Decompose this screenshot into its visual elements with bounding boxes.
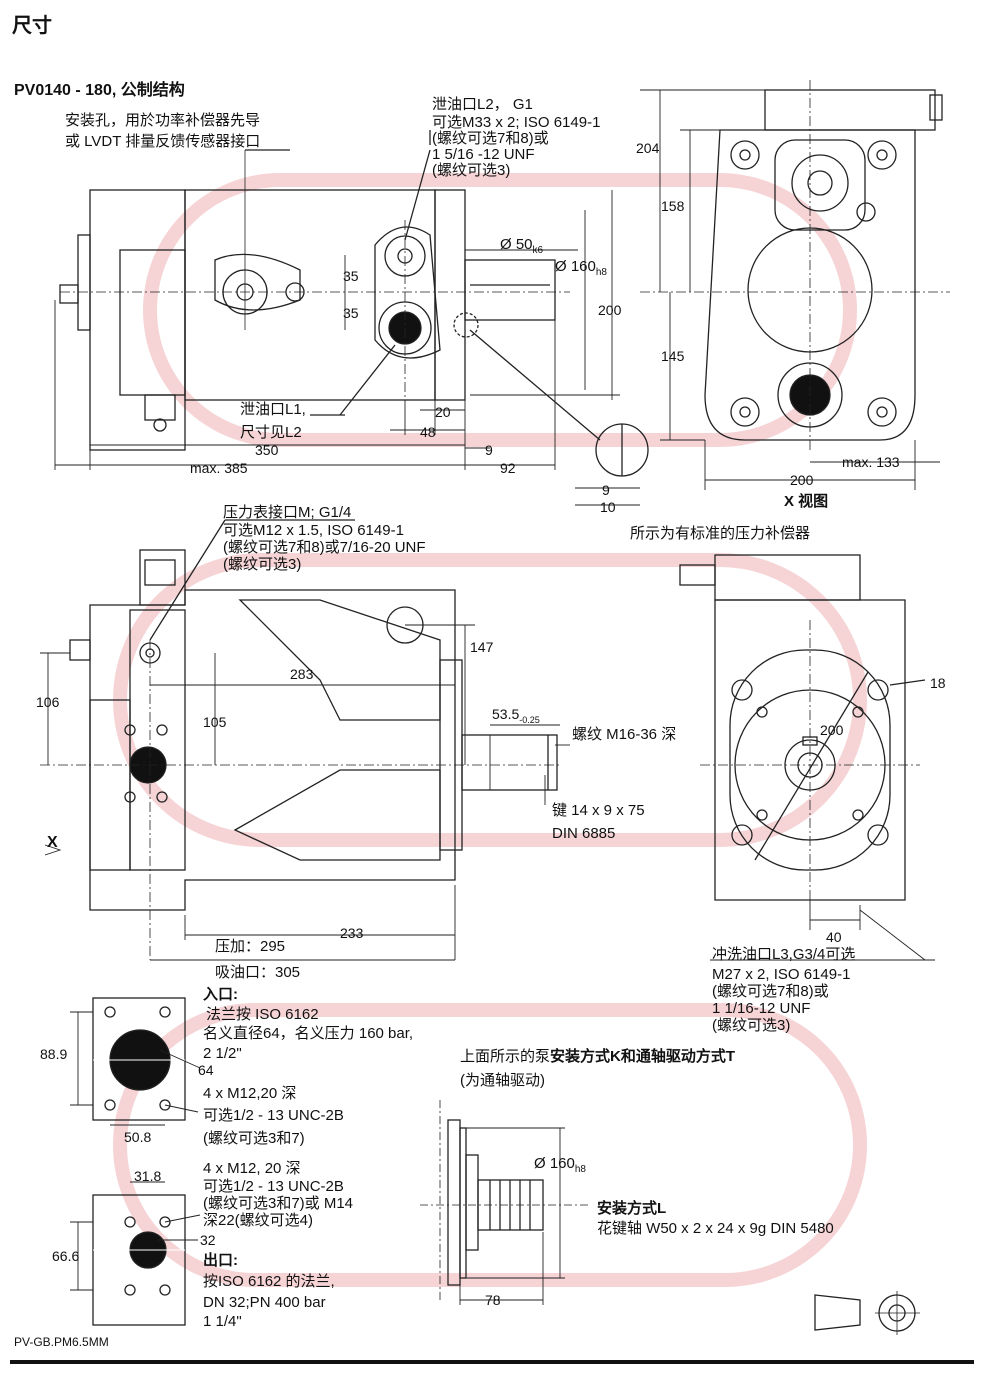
- dim-64: 64: [198, 1062, 214, 1078]
- shaft-diameter-label: Ø 50k6: [500, 236, 544, 256]
- outlet-bolt-note-line3: (螺纹可选3和7)或 M14: [203, 1195, 354, 1212]
- dim-92: 92: [500, 460, 516, 476]
- projection-symbol: [814, 1291, 920, 1335]
- dim-88-9: 88.9: [40, 1046, 68, 1062]
- dim-9-detail: 9: [602, 482, 610, 498]
- x-view-label: X 视图: [784, 493, 829, 510]
- page-title: 尺寸: [12, 15, 52, 37]
- gauge-note-line1: 压力表接口M; G1/4: [223, 504, 352, 521]
- flush-note-line4: 1 1/16-12 UNF: [712, 1000, 811, 1017]
- dim-max-385: max. 385: [190, 460, 248, 476]
- dim-10-detail: 10: [600, 499, 616, 515]
- dim-35-lower: 35: [343, 305, 359, 321]
- dim-295: 压加：295: [215, 938, 286, 955]
- side-view-body: [59, 130, 649, 477]
- x-arrow-label: X: [47, 834, 58, 851]
- drain-l2-note-line1: 泄油口L2， G1: [432, 96, 533, 113]
- outlet-bolt-note-line4: 深22(螺纹可选4): [203, 1212, 314, 1229]
- dim-50-8: 50.8: [124, 1129, 152, 1145]
- outlet-line3: 1 1/4": [203, 1313, 242, 1330]
- dim-147: 147: [470, 639, 494, 655]
- flush-note-line5: (螺纹可选3): [712, 1017, 791, 1034]
- flush-note-line3: (螺纹可选7和8)或: [712, 983, 829, 1000]
- flush-note-line2: M27 x 2, ISO 6149-1: [712, 966, 851, 983]
- outlet-line1: 按ISO 6162 的法兰,: [203, 1273, 335, 1290]
- dim-158: 158: [661, 198, 685, 214]
- dim-283: 283: [290, 666, 314, 682]
- dim-204: 204: [636, 140, 660, 156]
- lower-view-dims: [40, 624, 570, 961]
- inlet-bolt-note-line2: 可选1/2 - 13 UNC-2B: [203, 1107, 344, 1124]
- pilot-diameter-label: Ø 160h8: [555, 258, 607, 278]
- inlet-line2: 名义直径64，名义压力 160 bar,: [203, 1025, 414, 1042]
- inlet-bolt-note-line1: 4 x M12,20 深: [203, 1085, 297, 1102]
- dim-31-8: 31.8: [134, 1168, 162, 1184]
- drain-l2-note-line3: (螺纹可选7和8)或: [432, 130, 549, 147]
- dim-200-front: 200: [820, 722, 844, 738]
- dim-233: 233: [340, 925, 364, 941]
- front-view-dims: [710, 900, 935, 961]
- dim-35-upper: 35: [343, 268, 359, 284]
- inlet-line3: 2 1/2": [203, 1045, 242, 1062]
- thru-drive-note: 上面所示的泵安装方式K和通轴驱动方式T: [460, 1048, 736, 1065]
- key-note-line1: 键 14 x 9 x 75: [552, 802, 645, 819]
- drain-l2-note-line4: 1 5/16 -12 UNF: [432, 146, 535, 163]
- outlet-bolt-note-line2: 可选1/2 - 13 UNC-2B: [203, 1178, 344, 1195]
- dim-9-shaft: 9: [485, 442, 493, 458]
- dim-105: 105: [203, 714, 227, 730]
- gauge-note-line3: (螺纹可选7和8)或7/16-20 UNF: [223, 539, 426, 556]
- inlet-heading: 入口:: [203, 986, 238, 1003]
- dim-40: 40: [826, 929, 842, 945]
- outlet-flange-drawing: [70, 1181, 201, 1326]
- lower-view-body: [40, 519, 560, 960]
- mount-hole-note-line2: 或 LVDT 排量反馈传感器接口: [65, 133, 261, 150]
- drain-l2-note-line5: (螺纹可选3): [432, 162, 511, 179]
- mount-type-l-desc: 花键轴 W50 x 2 x 24 x 9g DIN 5480: [597, 1220, 834, 1237]
- gauge-note-line2: 可选M12 x 1.5, ISO 6149-1: [223, 522, 404, 539]
- document-code: PV-GB.PM6.5MM: [14, 1335, 109, 1349]
- x-view-body: [640, 80, 950, 450]
- dim-200-side: 200: [598, 302, 622, 318]
- flush-note-line1: 冲洗油口L3,G3/4可选: [712, 946, 856, 963]
- thru-drive-drawing: [420, 1100, 590, 1305]
- drain-l2-note-line2: 可选M33 x 2; ISO 6149-1: [432, 114, 601, 131]
- thru-drive-note-line2: (为通轴驱动): [460, 1072, 545, 1089]
- dim-350: 350: [255, 442, 279, 458]
- x-view-dims: [640, 89, 940, 490]
- outlet-heading: 出口:: [203, 1252, 238, 1269]
- dim-305: 吸油口：305: [215, 964, 301, 981]
- key-dim-53-5: 53.5-0.25: [492, 706, 540, 725]
- dim-78: 78: [485, 1292, 501, 1308]
- dim-32: 32: [200, 1232, 216, 1248]
- dim-18: 18: [930, 675, 946, 691]
- inlet-bolt-note-line3: (螺纹可选3和7): [203, 1130, 305, 1147]
- outlet-line2: DN 32;PN 400 bar: [203, 1294, 326, 1311]
- dim-66-6: 66.6: [52, 1248, 80, 1264]
- dim-max-133: max. 133: [842, 454, 900, 470]
- dim-106: 106: [36, 694, 60, 710]
- dim-145: 145: [661, 348, 685, 364]
- thru-pilot-diameter: Ø 160h8: [534, 1155, 586, 1175]
- mount-type-l-title: 安装方式L: [597, 1200, 667, 1217]
- dim-20: 20: [435, 404, 451, 420]
- model-heading: PV0140 - 180, 公制结构: [14, 82, 185, 99]
- watermark-logo: [113, 173, 867, 1287]
- key-note-line2: DIN 6885: [552, 825, 616, 842]
- drain-l1-note-line1: 泄油口L1,: [240, 401, 306, 418]
- mount-hole-note-line1: 安装孔，用於功率补偿器先导: [65, 112, 261, 129]
- dim-48: 48: [420, 424, 436, 440]
- gauge-note-line4: (螺纹可选3): [223, 556, 302, 573]
- compensator-note: 所示为有标准的压力补偿器: [630, 525, 811, 542]
- side-view-dims: [54, 190, 640, 506]
- thread-note: 螺纹 M16-36 深: [572, 726, 677, 743]
- drain-l1-note-line2: 尺寸见L2: [240, 424, 302, 441]
- inlet-line1: 法兰按 ISO 6162: [206, 1006, 319, 1023]
- outlet-bolt-note-line1: 4 x M12, 20 深: [203, 1160, 301, 1177]
- bottom-rule: [10, 1360, 974, 1364]
- front-view-body: [679, 554, 926, 901]
- inlet-flange-drawing: [70, 997, 201, 1126]
- dim-200-xview: 200: [790, 472, 814, 488]
